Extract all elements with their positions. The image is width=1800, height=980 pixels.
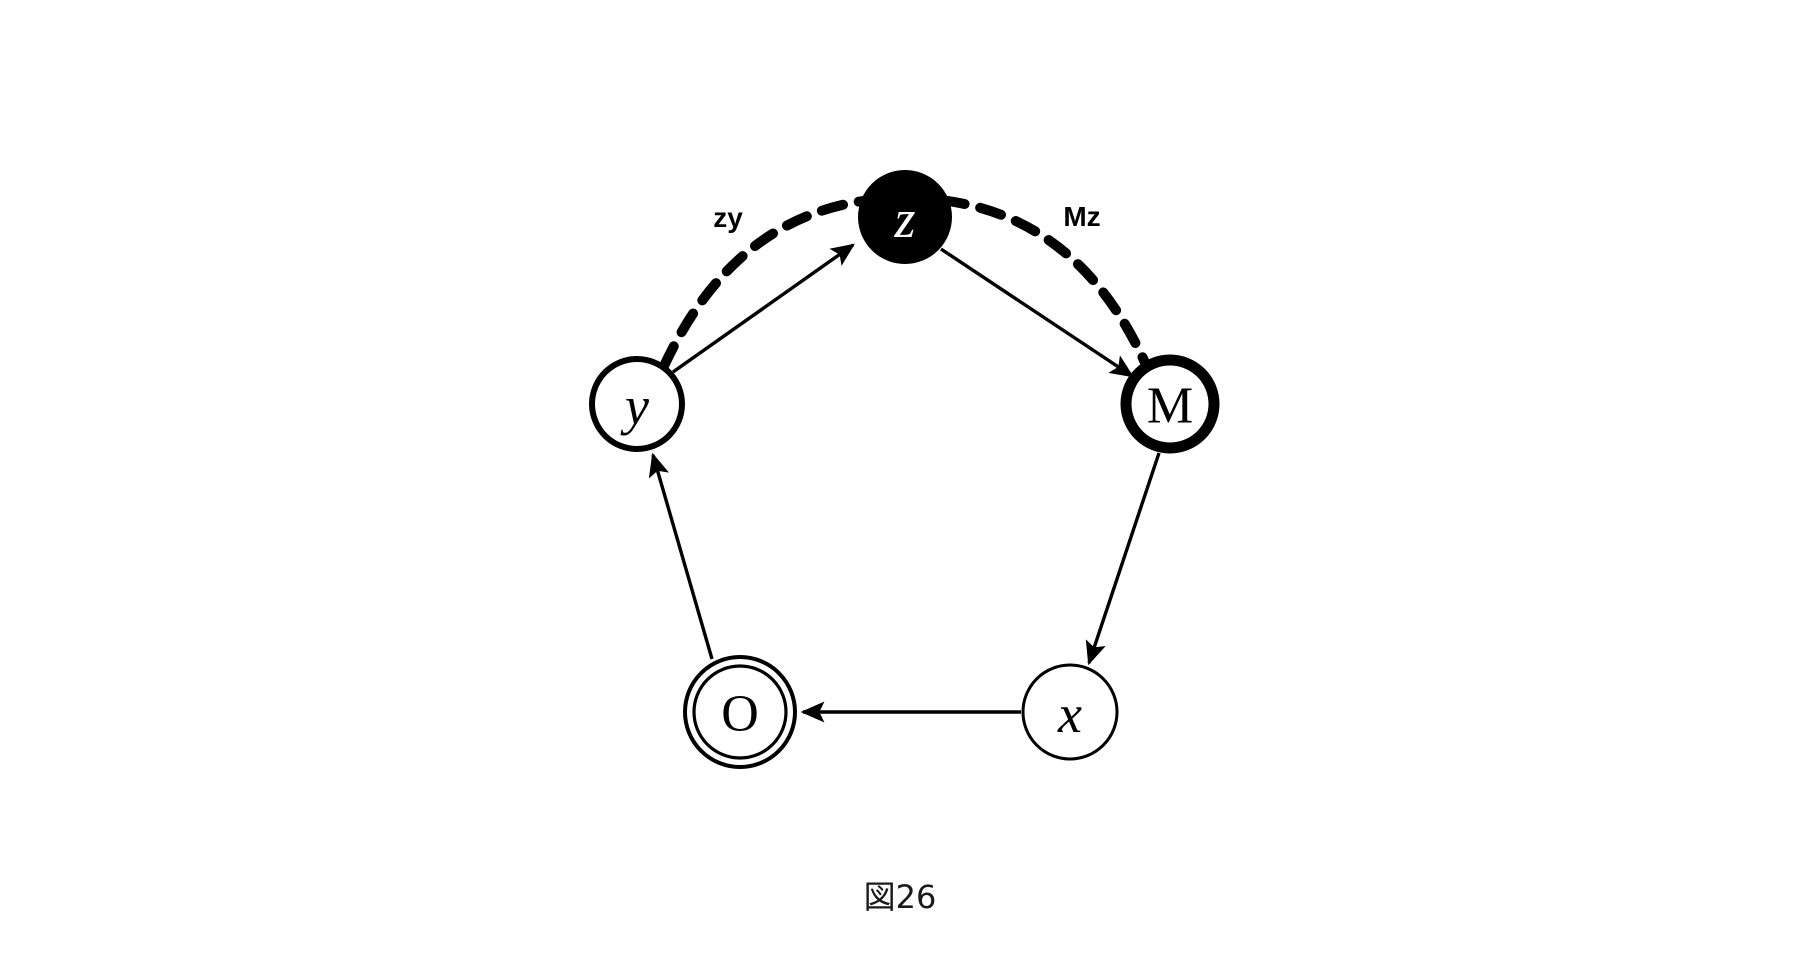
edge-label-zy: zy <box>713 202 743 233</box>
edge-o-to-y[interactable] <box>648 452 714 660</box>
node-m[interactable]: M <box>1120 354 1220 454</box>
edge-m-to-x[interactable] <box>1085 452 1161 666</box>
node-m-label: M <box>1147 378 1193 435</box>
node-y[interactable]: y <box>589 356 685 452</box>
node-z[interactable]: z <box>858 170 952 264</box>
solid-edge-group <box>648 243 1161 723</box>
node-x[interactable]: x <box>1021 663 1119 761</box>
node-group: O x y M z <box>589 170 1220 769</box>
edge-label-mz: Mz <box>1063 201 1100 232</box>
edge-label-group: zy Mz <box>713 201 1100 233</box>
edge-z-to-m[interactable] <box>940 247 1134 378</box>
node-x-label: x <box>1057 684 1082 744</box>
node-y-label: y <box>620 376 649 436</box>
node-o-inner-circle <box>692 664 788 760</box>
node-o-label: O <box>721 686 759 743</box>
node-x-circle <box>1021 663 1119 761</box>
figure-caption: 図26 <box>864 878 937 916</box>
node-y-circle <box>589 356 685 452</box>
node-z-circle <box>858 170 952 264</box>
edge-y-to-z[interactable] <box>672 243 855 374</box>
node-o-outer-circle <box>683 655 797 769</box>
node-o[interactable]: O <box>683 655 797 769</box>
node-z-label: z <box>893 189 915 249</box>
node-m-circle <box>1120 354 1220 454</box>
